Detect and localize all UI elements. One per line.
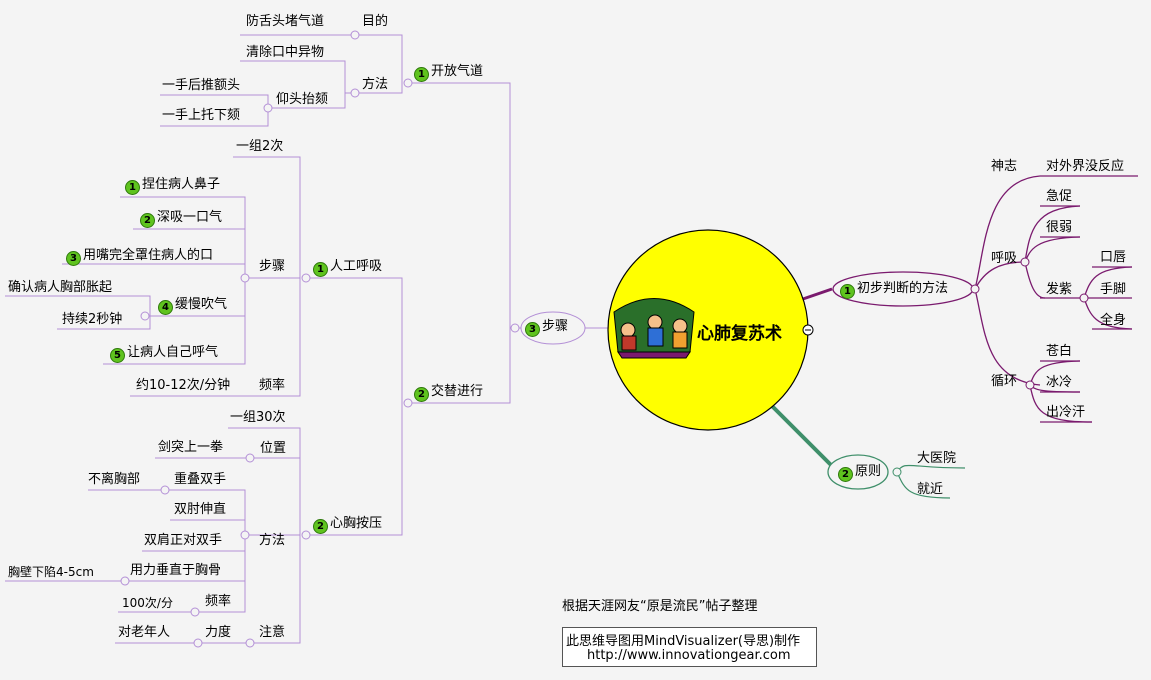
node-method-1[interactable]: 方法 — [362, 77, 389, 92]
source-note: 根据天涯网友“原是流民”帖子整理 — [562, 599, 758, 614]
node-lift-chin[interactable]: 一手上托下颏 — [162, 108, 241, 123]
node-whole-body[interactable]: 全身 — [1100, 313, 1127, 328]
node-head-tilt[interactable]: 仰头抬颏 — [276, 92, 329, 107]
node-cold-sweat[interactable]: 出冷汗 — [1046, 405, 1086, 420]
node-confirm-chest[interactable]: 确认病人胸部胀起 — [8, 280, 113, 295]
node-set-of-30[interactable]: 一组30次 — [230, 410, 286, 425]
node-last-2s[interactable]: 持续2秒钟 — [62, 312, 123, 327]
central-title: 心肺复苏术 — [697, 324, 782, 344]
node-position[interactable]: 位置 — [260, 441, 287, 456]
credit-url[interactable]: http://www.innovationgear.com — [587, 648, 791, 663]
left-branch-knobs — [120, 30, 413, 648]
node-stay-on-chest[interactable]: 不离胸部 — [88, 472, 141, 487]
left-branch-lines — [5, 34, 612, 644]
node-cold[interactable]: 冰冷 — [1046, 375, 1073, 390]
node-purpose[interactable]: 目的 — [362, 14, 389, 29]
badge-icon: 2 — [414, 387, 429, 402]
node-breathing[interactable]: 呼吸 — [991, 251, 1018, 266]
node-consciousness[interactable]: 神志 — [991, 159, 1018, 174]
node-force[interactable]: 力度 — [205, 625, 232, 640]
node-set-of-2[interactable]: 一组2次 — [236, 139, 284, 154]
node-overlap-hands[interactable]: 重叠双手 — [174, 472, 227, 487]
cpr-illustration — [613, 298, 695, 359]
node-method-2[interactable]: 方法 — [259, 533, 286, 548]
badge-icon: 5 — [110, 348, 125, 363]
node-lips[interactable]: 口唇 — [1100, 250, 1127, 265]
badge-icon: 1 — [125, 180, 140, 195]
node-big-hospital[interactable]: 大医院 — [917, 451, 957, 466]
badge-icon: 1 — [414, 67, 429, 82]
node-push-forehead[interactable]: 一手后推额头 — [162, 78, 241, 93]
steps-bubble — [520, 311, 586, 345]
node-weak[interactable]: 很弱 — [1046, 220, 1073, 235]
node-cyanosis[interactable]: 发紫 — [1046, 282, 1073, 297]
badge-icon: 2 — [140, 213, 155, 228]
node-no-response[interactable]: 对外界没反应 — [1046, 159, 1125, 174]
made-with-note: 此思维导图用MindVisualizer(导思)制作 — [566, 634, 801, 649]
node-rapid[interactable]: 急促 — [1046, 189, 1073, 204]
credit-box — [562, 627, 817, 667]
node-circulation[interactable]: 循环 — [991, 374, 1018, 389]
node-depth[interactable]: 胸壁下陷4-5cm — [8, 565, 94, 579]
node-straight-elbows[interactable]: 双肘伸直 — [174, 502, 227, 517]
badge-icon: 3 — [66, 251, 81, 266]
node-caution[interactable]: 注意 — [259, 625, 286, 640]
node-prevent-tongue[interactable]: 防舌头堵气道 — [246, 14, 325, 29]
badge-icon: 2 — [838, 467, 853, 482]
node-shoulders-over-hands[interactable]: 双肩正对双手 — [144, 533, 223, 548]
badge-icon: 1 — [840, 284, 855, 299]
node-clear-mouth[interactable]: 清除口中异物 — [246, 45, 325, 60]
node-elderly[interactable]: 对老年人 — [118, 625, 171, 640]
badge-icon: 4 — [158, 300, 173, 315]
badge-icon: 1 — [313, 262, 328, 277]
node-vertical-force[interactable]: 用力垂直于胸骨 — [130, 563, 222, 578]
node-pale[interactable]: 苍白 — [1046, 344, 1073, 359]
node-100-per-min[interactable]: 100次/分 — [122, 596, 173, 610]
node-frequency-1[interactable]: 频率 — [259, 378, 286, 393]
node-above-xiphoid[interactable]: 剑突上一拳 — [158, 440, 224, 455]
node-frequency-2[interactable]: 频率 — [205, 594, 232, 609]
node-steps-breathing[interactable]: 步骤 — [259, 259, 286, 274]
badge-icon: 3 — [525, 322, 540, 337]
node-10-12[interactable]: 约10-12次/分钟 — [136, 378, 231, 393]
node-nearby[interactable]: 就近 — [917, 482, 944, 497]
badge-icon: 2 — [313, 519, 328, 534]
node-hands-feet[interactable]: 手脚 — [1100, 282, 1127, 297]
